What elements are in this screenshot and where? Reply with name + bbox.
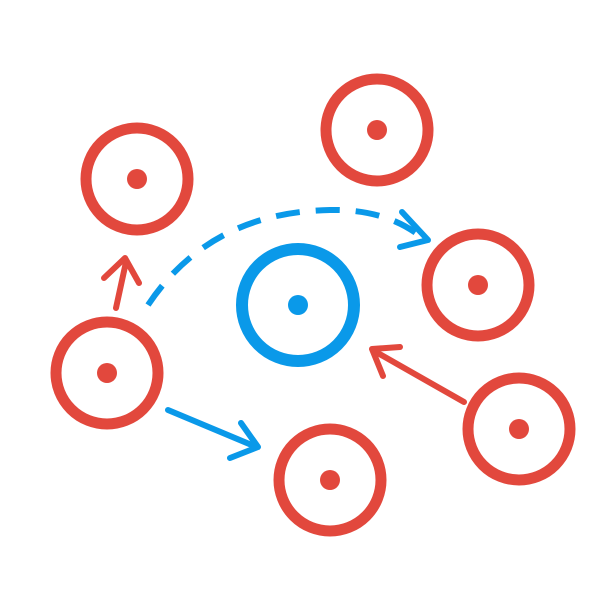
node-top-right [320,73,434,187]
arrowhead-icon [397,209,431,250]
node-ring [50,316,164,430]
node-ring [80,122,194,236]
node-ring [320,73,434,187]
node-center [236,243,360,367]
connection-curve [145,206,422,307]
connection-bottom-right-to-center [369,344,467,405]
node-bottom [273,423,387,537]
node-dot [509,419,529,439]
node-top-left [80,122,194,236]
node-ring [462,372,576,486]
connection-line [113,259,129,311]
node-right [421,228,535,342]
node-dot [320,470,340,490]
node-ring [236,243,360,367]
node-dot [367,120,387,140]
node-ring [273,423,387,537]
connection-left-to-right [145,206,431,307]
node-dot [468,275,488,295]
node-left [50,316,164,430]
arrowhead-icon [369,344,403,379]
connection-line [165,407,257,449]
node-bottom-right [462,372,576,486]
node-dot [97,363,117,383]
nodes [50,73,576,537]
node-ring [421,228,535,342]
arrowhead-icon [101,255,142,286]
node-dot [127,169,147,189]
connection-left-to-top-left [101,255,142,311]
connection-line [373,349,467,405]
arrowhead-icon [227,420,261,461]
connections [101,206,467,461]
node-dot [288,295,308,315]
connection-left-to-bottom [165,407,261,461]
